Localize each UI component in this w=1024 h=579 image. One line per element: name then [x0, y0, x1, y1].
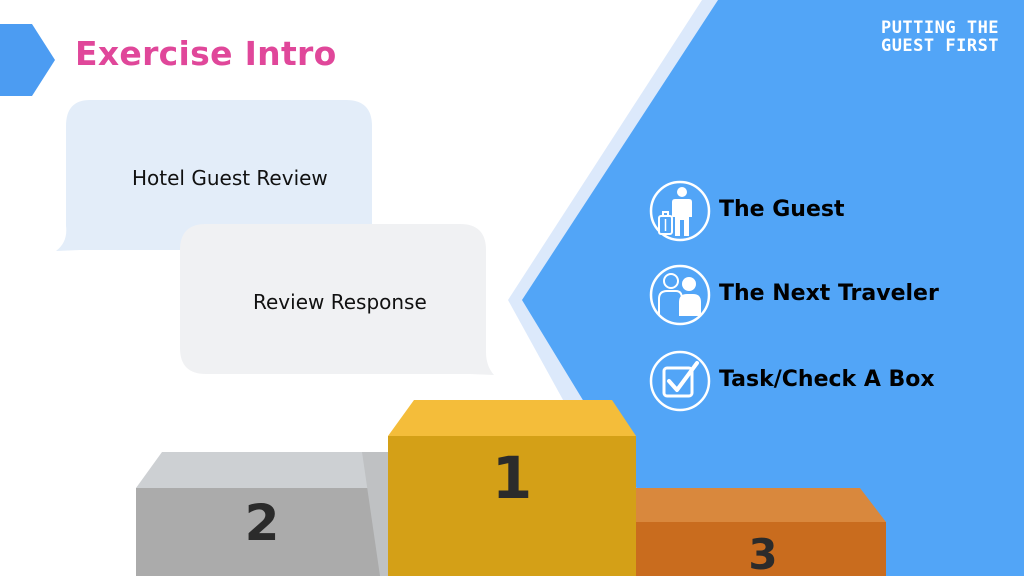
podium-third-front: [636, 522, 886, 576]
podium-second-top: [136, 452, 388, 488]
slide-title: Exercise Intro: [75, 34, 337, 73]
podium-first-number: 1: [491, 444, 533, 512]
list-label-next-traveler: The Next Traveler: [719, 281, 939, 306]
guest-review-bubble: [56, 100, 372, 251]
list-label-guest: The Guest: [719, 197, 845, 222]
podium-second-front: [136, 488, 388, 576]
list-label-task: Task/Check A Box: [719, 367, 935, 392]
guest-with-luggage-icon: [649, 180, 711, 242]
podium-second-number: 2: [244, 494, 280, 552]
guest-review-text: Hotel Guest Review: [132, 166, 328, 190]
review-response-text: Review Response: [253, 290, 427, 314]
podium-first-front: [388, 436, 636, 576]
checkbox-icon: [649, 350, 711, 412]
podium-first-top: [388, 400, 636, 436]
list-item-guest: The Guest: [649, 180, 1009, 242]
title-arrow-tab: [0, 24, 55, 96]
podium-second-side: [362, 452, 388, 576]
podium-third-top: [636, 488, 886, 522]
list-item-task: Task/Check A Box: [649, 350, 1009, 412]
brand-logo: PUTTING THE GUEST FIRST: [870, 19, 1010, 55]
podium-third-number: 3: [748, 530, 778, 579]
review-response-bubble: [180, 224, 494, 375]
brand-line-1: PUTTING THE: [880, 18, 1000, 38]
brand-line-2: GUEST FIRST: [880, 36, 1000, 56]
travelers-icon: [649, 264, 711, 326]
blue-panel: [522, 0, 1024, 576]
list-item-next-traveler: The Next Traveler: [649, 264, 1009, 326]
